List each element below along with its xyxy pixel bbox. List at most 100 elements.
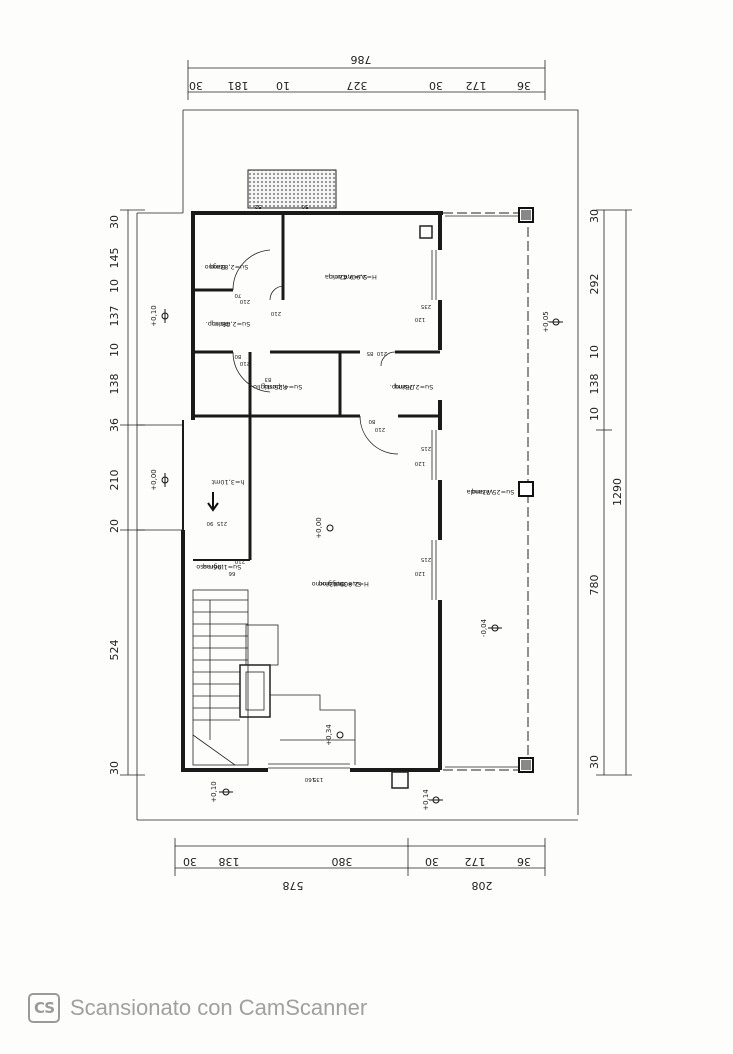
exterior-walls bbox=[181, 211, 443, 772]
right-dim-6: 780 bbox=[588, 575, 601, 596]
opening-label: 50 bbox=[301, 203, 308, 209]
level-label: +0,00 bbox=[315, 517, 323, 538]
opening-label: 135 bbox=[312, 776, 323, 782]
door-swings bbox=[232, 249, 399, 455]
opening-label: 120 bbox=[414, 460, 425, 466]
top-dim-5: 30 bbox=[429, 79, 443, 92]
left-dimensions bbox=[120, 209, 145, 776]
room-veranda-name: Veranda bbox=[467, 488, 494, 496]
opening-label: 85 bbox=[366, 350, 373, 356]
bottom-dim-6: 36 bbox=[517, 855, 531, 868]
opening-label: 120 bbox=[414, 570, 425, 576]
left-dim-9: 20 bbox=[108, 519, 121, 533]
left-dim-2: 145 bbox=[108, 248, 121, 269]
room-soggiorno-height: H=2,80mt bbox=[335, 580, 369, 588]
opening-label: 210 bbox=[374, 426, 385, 432]
opening-label: 210 bbox=[239, 360, 250, 366]
opening-label: 120 bbox=[414, 316, 425, 322]
bottom-dimensions bbox=[174, 838, 546, 876]
veranda-columns bbox=[518, 207, 534, 773]
right-dim-7: 30 bbox=[588, 755, 601, 769]
level-marker-icon bbox=[326, 524, 334, 532]
bottom-dim-2: 138 bbox=[219, 855, 240, 868]
level-label: +0,00 bbox=[150, 469, 158, 490]
right-dim-5: 10 bbox=[588, 407, 601, 421]
right-dim-4: 138 bbox=[588, 374, 601, 395]
room-disimpegno-2-area: Su=2,76mq bbox=[395, 383, 434, 391]
top-dim-7: 36 bbox=[517, 79, 531, 92]
opening-label: 210 bbox=[376, 350, 387, 356]
opening-labels: 70 210 210 80 210 85 210 80 210 120 235 … bbox=[206, 203, 431, 782]
level-label: +0,05 bbox=[542, 311, 550, 332]
room-bagno-area: Su=2,82mq bbox=[210, 263, 249, 271]
level-marker-icon bbox=[549, 318, 563, 326]
window-marks bbox=[268, 225, 437, 789]
right-dimensions bbox=[596, 209, 632, 776]
level-marker-icon bbox=[161, 473, 169, 487]
top-total-label: 786 bbox=[351, 53, 372, 66]
room-ripostiglio-area: Su=4,25mq bbox=[264, 383, 303, 391]
staircase bbox=[192, 589, 356, 766]
level-label: +0,14 bbox=[422, 789, 430, 811]
room-veranda-area: Su=25,73mq bbox=[472, 488, 515, 496]
opening-label: 90 bbox=[206, 520, 213, 526]
veranda-outline bbox=[443, 212, 530, 771]
bottom-dim-3: 380 bbox=[332, 855, 353, 868]
opening-label: 215 bbox=[420, 556, 431, 562]
room-soggiorno-area: Su=30,43mq bbox=[319, 580, 362, 588]
left-dim-4: 137 bbox=[108, 306, 121, 327]
left-dim-5: 10 bbox=[108, 343, 121, 357]
room-cucina-name: Cucina bbox=[325, 273, 347, 281]
top-dim-1: 30 bbox=[189, 79, 203, 92]
left-dim-3: 10 bbox=[108, 279, 121, 293]
top-dim-3: 10 bbox=[276, 79, 290, 92]
level-label: +0,10 bbox=[150, 305, 158, 326]
opening-label: 80 bbox=[234, 353, 241, 359]
left-dim-1: 30 bbox=[108, 215, 121, 229]
opening-label: 160 bbox=[304, 776, 315, 782]
level-marker-icon bbox=[488, 624, 502, 632]
top-dim-2: 181 bbox=[228, 79, 249, 92]
right-dim-2: 292 bbox=[588, 274, 601, 295]
room-cucina-area: Su=9,42mq bbox=[329, 273, 368, 281]
bottom-dim-1: 30 bbox=[183, 855, 197, 868]
bottom-dim-4: 30 bbox=[425, 855, 439, 868]
opening-label: 52 bbox=[255, 203, 262, 209]
level-markers: +0,10 +0,05 +0,00 +0,00 -0,04 +0,34 +0,1… bbox=[150, 305, 563, 811]
stair-height-note: h=3,10mt bbox=[211, 478, 244, 486]
room-disimpegno-1-name: Disimp. bbox=[206, 320, 231, 328]
room-disimpegno-2-name: Disimp. bbox=[390, 383, 415, 391]
bottom-total-right: 208 bbox=[472, 879, 493, 892]
level-marker-icon bbox=[429, 796, 443, 804]
opening-label: 70 bbox=[234, 292, 241, 298]
opening-label: 235 bbox=[420, 303, 431, 309]
room-ingresso-name: Ingresso bbox=[196, 563, 223, 571]
room-disimpegno-1-area: Su=2,48mq bbox=[212, 320, 251, 328]
balcony-hatch bbox=[247, 169, 337, 209]
left-dim-11: 30 bbox=[108, 761, 121, 775]
top-dimensions bbox=[187, 60, 546, 100]
level-marker-icon bbox=[336, 731, 344, 739]
bottom-dim-5: 172 bbox=[465, 855, 486, 868]
top-dim-4: 327 bbox=[347, 79, 368, 92]
room-bagno-name: Bagno bbox=[205, 263, 226, 271]
room-ripostiglio-name: Ripostiglio bbox=[253, 383, 287, 391]
level-label: -0,04 bbox=[480, 618, 488, 637]
top-dim-6: 172 bbox=[466, 79, 487, 92]
level-label: +0,34 bbox=[325, 724, 333, 746]
level-marker-icon bbox=[161, 309, 169, 323]
opening-label: 66 bbox=[228, 570, 235, 576]
room-ingresso-area: Su=1,96mq bbox=[203, 563, 242, 571]
level-marker-icon bbox=[219, 788, 233, 796]
opening-label: 210 bbox=[239, 298, 250, 304]
right-total: 1290 bbox=[611, 478, 624, 506]
room-soggiorno-name: Soggiorno bbox=[312, 580, 345, 588]
bottom-total-left: 578 bbox=[283, 879, 304, 892]
left-dim-10: 524 bbox=[108, 640, 121, 661]
left-dim-8: 210 bbox=[108, 470, 121, 491]
right-dim-1: 30 bbox=[588, 209, 601, 223]
right-dim-3: 10 bbox=[588, 345, 601, 359]
opening-label: 210 bbox=[270, 310, 281, 316]
